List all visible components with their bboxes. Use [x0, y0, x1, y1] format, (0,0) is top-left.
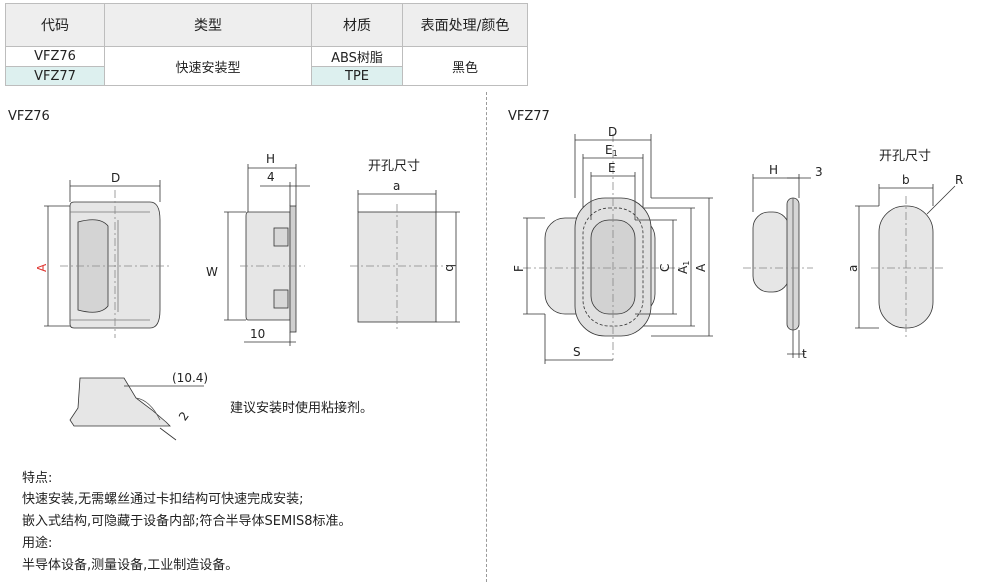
- dim-t: t: [802, 347, 807, 361]
- detail-body: [69, 377, 171, 427]
- table-row: VFZ76 快速安装型 ABS树脂 黑色: [5, 46, 528, 86]
- dim-detail: (10.4): [172, 371, 208, 385]
- header-type: 类型: [104, 3, 312, 47]
- header-material: 材质: [311, 3, 403, 47]
- dim-10: 10: [250, 327, 265, 341]
- adhesive-note: 建议安装时使用粘接剂。: [230, 400, 373, 416]
- spec-table: 代码 类型 材质 表面处理/颜色 VFZ76 快速安装型 ABS树脂 黑色 VF…: [5, 3, 528, 86]
- vfz77-side: [752, 211, 790, 293]
- dim-a1: A1: [676, 261, 691, 274]
- dim-3: 3: [815, 165, 823, 179]
- table-row: VFZ77 TPE: [5, 66, 528, 86]
- dim-d: D: [111, 171, 120, 185]
- dim-b: b: [443, 264, 457, 272]
- cutout-title-right: 开孔尺寸: [879, 149, 931, 164]
- dim-c: C: [658, 264, 672, 272]
- dim-h-right: H: [769, 163, 778, 177]
- dim-e: E: [608, 161, 616, 175]
- feature-line-1: 快速安装,无需螺丝通过卡扣结构可快速完成安装;: [22, 492, 304, 507]
- dim-w: W: [206, 265, 218, 279]
- cutout-title-left: 开孔尺寸: [368, 159, 420, 174]
- vfz76-drawing: D A H 4 W 10 开孔尺寸 a b (10.4) 2 建议安装时使用粘接…: [35, 152, 460, 441]
- right-drawing-title: VFZ77: [508, 109, 550, 124]
- dim-s: S: [573, 345, 581, 359]
- dim-b-right: b: [902, 173, 910, 187]
- dim-f: F: [512, 265, 526, 272]
- dim-a-small-right: a: [846, 265, 860, 272]
- usage-heading: 用途:: [22, 536, 53, 551]
- vfz77-drawing: D E1 E F C A1 A S H 3 t 开孔尺寸 b R a: [512, 125, 963, 364]
- header-code: 代码: [5, 3, 105, 47]
- dim-4: 4: [267, 170, 275, 184]
- section-divider: [486, 92, 487, 582]
- dim-d-right: D: [608, 125, 617, 139]
- cell-finish: 黑色: [402, 46, 528, 86]
- header-finish: 表面处理/颜色: [402, 3, 528, 47]
- feature-line-2: 嵌入式结构,可隐藏于设备内部;符合半导体SEMIS8标准。: [22, 514, 352, 529]
- cell-material: TPE: [311, 66, 403, 86]
- table-header-row: 代码 类型 材质 表面处理/颜色: [5, 3, 528, 47]
- left-drawing-title: VFZ76: [8, 109, 50, 124]
- dim-r: R: [955, 173, 963, 187]
- cell-type: 快速安装型: [104, 46, 312, 86]
- dim-a: A: [35, 263, 49, 272]
- dim-2: 2: [176, 409, 192, 423]
- cell-code: VFZ77: [5, 66, 105, 86]
- dim-e1: E1: [605, 143, 618, 158]
- dim-a-right: A: [694, 263, 708, 272]
- dim-h: H: [266, 152, 275, 166]
- cell-code: VFZ76: [5, 46, 105, 67]
- dim-a-small: a: [393, 179, 400, 193]
- features-heading: 特点:: [22, 471, 53, 486]
- usage-line: 半导体设备,测量设备,工业制造设备。: [22, 558, 239, 573]
- cell-material: ABS树脂: [311, 46, 403, 67]
